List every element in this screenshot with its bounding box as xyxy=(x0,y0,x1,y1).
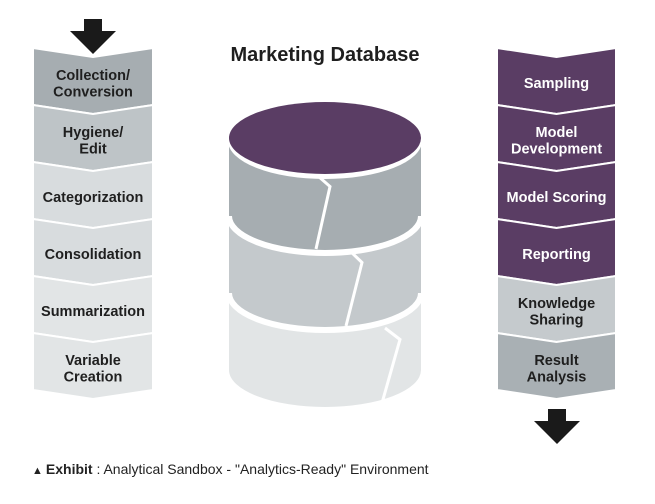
right-stage-label: Model xyxy=(536,125,578,141)
database-layer-2 xyxy=(226,215,424,330)
left-stage-shape xyxy=(32,331,154,401)
right-stage-4: Reporting xyxy=(496,217,617,287)
right-stage-1: Sampling xyxy=(496,46,617,116)
right-stage-label: Reporting xyxy=(522,247,590,263)
database-layer-3 xyxy=(226,292,424,407)
right-stage-label: Sharing xyxy=(530,312,584,328)
arrow-down-icon xyxy=(534,409,580,444)
caption-label: Exhibit xyxy=(45,461,93,477)
database-layer-separator xyxy=(226,292,424,333)
left-stage-label: Creation xyxy=(64,369,123,385)
database-lid xyxy=(229,102,421,174)
exhibit-caption: ▲Exhibit : Analytical Sandbox - "Analyti… xyxy=(32,461,429,477)
left-stage-3: Categorization xyxy=(32,160,154,230)
left-stage-label: Variable xyxy=(65,353,121,369)
right-stage-label: Knowledge xyxy=(518,296,595,312)
left-stage-label: Categorization xyxy=(43,190,144,206)
left-stage-5: Summarization xyxy=(32,274,154,344)
database-break-line xyxy=(380,326,402,404)
right-stage-shape xyxy=(496,331,617,401)
caption-text: : Analytical Sandbox - "Analytics-Ready"… xyxy=(92,461,429,477)
left-stage-1: Collection/Conversion xyxy=(32,46,154,116)
right-stage-label: Development xyxy=(511,141,602,157)
database-cylinder-icon xyxy=(226,102,424,407)
left-stage-label: Conversion xyxy=(53,84,133,100)
database-break-line xyxy=(314,174,332,250)
flow-arrows xyxy=(70,19,580,444)
database-layer-body xyxy=(229,293,421,407)
database-layer-body xyxy=(229,216,421,330)
right-stage-label: Sampling xyxy=(524,76,589,92)
right-stage-label: Analysis xyxy=(527,369,587,385)
database-layer-separator xyxy=(226,215,424,256)
left-stage-label: Collection/ xyxy=(56,68,130,84)
database-layer-1 xyxy=(229,141,421,253)
database-layer-body xyxy=(229,141,421,253)
left-stage-label: Consolidation xyxy=(45,247,142,263)
arrow-down-icon xyxy=(70,19,116,54)
database-break-line xyxy=(344,249,364,327)
left-stage-label: Hygiene/ xyxy=(63,125,123,141)
right-stage-label: Result xyxy=(534,353,578,369)
left-stage-2: Hygiene/Edit xyxy=(32,103,154,173)
left-stage-4: Consolidation xyxy=(32,217,154,287)
right-stage-label: Model Scoring xyxy=(507,190,607,206)
left-stage-label: Edit xyxy=(79,141,107,157)
left-process-column: Collection/ConversionHygiene/EditCategor… xyxy=(32,46,154,401)
left-stage-label: Summarization xyxy=(41,304,145,320)
triangle-up-icon: ▲ xyxy=(32,465,43,477)
right-stage-3: Model Scoring xyxy=(496,160,617,230)
diagram-title: Marketing Database xyxy=(231,44,420,66)
